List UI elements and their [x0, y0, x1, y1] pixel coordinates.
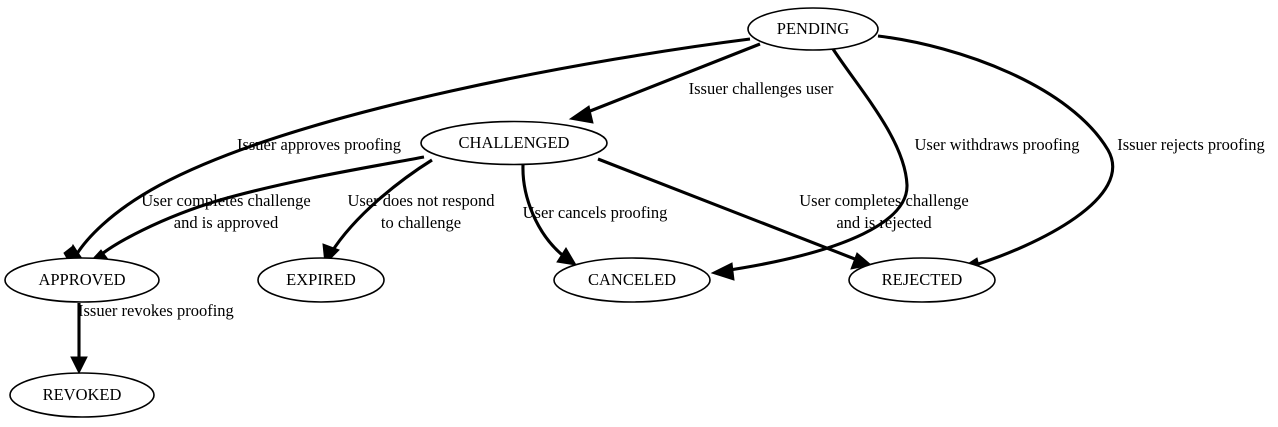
node-challenged[interactable]: CHALLENGED [420, 120, 608, 166]
edge-label-challenged-rejected-line2: and is rejected [836, 213, 932, 232]
edge-pending-approved-path [73, 37, 751, 258]
edge-challenged-canceled [521, 164, 577, 266]
edge-label-challenged-approved: User completes challenge and is approved [141, 191, 311, 232]
edge-challenged-expired [322, 158, 433, 266]
node-expired-label: EXPIRED [286, 270, 356, 289]
edge-challenged-approved [87, 155, 425, 264]
node-pending-label: PENDING [777, 19, 849, 38]
edge-label-challenged-canceled: User cancels proofing [523, 203, 668, 222]
node-approved-label: APPROVED [38, 270, 125, 289]
edge-label-challenged-expired-line2: to challenge [381, 213, 461, 232]
node-rejected-label: REJECTED [882, 270, 963, 289]
node-rejected-ellipse[interactable] [848, 257, 996, 303]
node-canceled-label: CANCELED [588, 270, 676, 289]
edge-label-pending-canceled: User withdraws proofing [915, 135, 1080, 154]
edge-label-pending-rejected: Issuer rejects proofing [1117, 135, 1265, 154]
node-canceled[interactable]: CANCELED [553, 257, 711, 303]
node-challenged-ellipse[interactable] [420, 120, 608, 166]
edge-approved-revoked-arrowhead [70, 356, 88, 375]
node-revoked-label: REVOKED [43, 385, 122, 404]
edge-approved-revoked [70, 303, 88, 375]
edge-label-challenged-expired-line1: User does not respond [347, 191, 495, 210]
edge-label-challenged-rejected-line1: User completes challenge [799, 191, 969, 210]
edge-challenged-approved-path [97, 155, 425, 259]
node-approved-ellipse[interactable] [4, 257, 160, 303]
node-approved[interactable]: APPROVED [4, 257, 160, 303]
edge-pending-rejected-path [877, 34, 1115, 269]
node-pending[interactable]: PENDING [747, 7, 879, 51]
edge-pending-canceled [710, 48, 909, 281]
node-revoked[interactable]: REVOKED [9, 372, 155, 418]
edge-challenged-canceled-path [521, 164, 567, 260]
edge-pending-challenged-arrowhead [568, 105, 594, 124]
edge-label-approved-revoked: Issuer revokes proofing [78, 301, 234, 320]
edge-pending-canceled-arrowhead [710, 262, 735, 281]
node-canceled-ellipse[interactable] [553, 257, 711, 303]
node-expired[interactable]: EXPIRED [257, 257, 385, 303]
edge-pending-challenged [568, 42, 761, 124]
edge-challenged-expired-path [329, 158, 433, 254]
edge-challenged-canceled-arrowhead [556, 247, 577, 266]
node-revoked-ellipse[interactable] [9, 372, 155, 418]
edge-challenged-rejected-path [597, 157, 861, 263]
edge-label-pending-approved: Issuer approves proofing [237, 135, 401, 154]
edge-label-challenged-approved-line1: User completes challenge [141, 191, 311, 210]
edge-pending-challenged-path [579, 42, 761, 117]
edge-pending-rejected [877, 34, 1115, 276]
edge-label-challenged-approved-line2: and is approved [174, 213, 279, 232]
node-pending-ellipse[interactable] [747, 7, 879, 51]
edge-label-challenged-expired: User does not respond to challenge [347, 191, 495, 232]
edge-label-pending-challenged: Issuer challenges user [689, 79, 834, 98]
node-rejected[interactable]: REJECTED [848, 257, 996, 303]
node-expired-ellipse[interactable] [257, 257, 385, 303]
edge-label-challenged-rejected: User completes challenge and is rejected [799, 191, 969, 232]
node-challenged-label: CHALLENGED [459, 133, 570, 152]
edge-pending-canceled-path [722, 48, 909, 273]
